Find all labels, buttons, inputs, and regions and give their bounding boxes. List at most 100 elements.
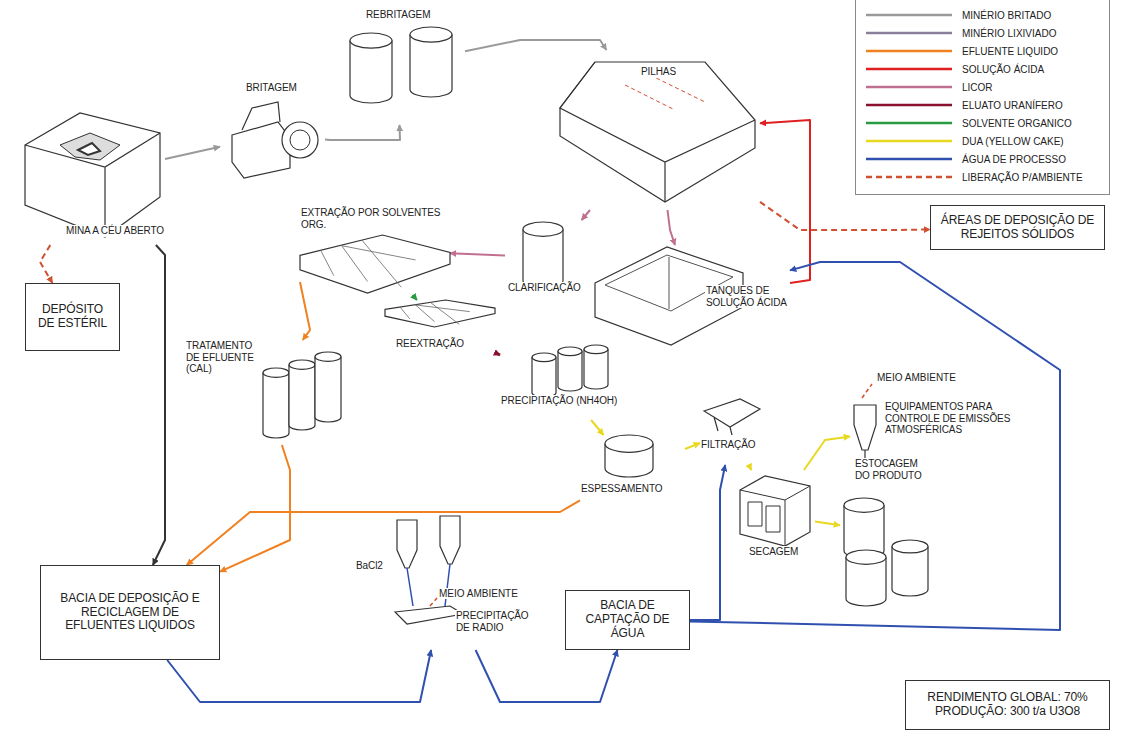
legend-row: SOLUÇÃO ÁCIDA: [864, 60, 1101, 78]
process-label: REEXTRAÇÃO: [395, 338, 465, 350]
legend-text: SOLUÇÃO ÁCIDA: [962, 64, 1044, 75]
legend-sample: [864, 118, 954, 128]
legend-sample: [864, 136, 954, 146]
legend-sample: [864, 82, 954, 92]
release-line: [862, 384, 872, 398]
legend-box: MINÉRIO BRITADO MINÉRIO LIXIVIADO EFLUENTE…: [855, 0, 1110, 195]
radium-precipitation-unit: BaCl2PRECIPITAÇÃO DE RADIO: [355, 520, 535, 650]
dryer-unit: SECAGEM: [730, 470, 815, 560]
flow-connector: [582, 210, 590, 220]
legend-row: MINÉRIO LIXIVIADO: [864, 24, 1101, 42]
legend-row: DUA (YELLOW CAKE): [864, 132, 1101, 150]
legend-row: LIBERAÇÃO P/AMBIENTE: [864, 168, 1101, 186]
legend-row: MINÉRIO BRITADO: [864, 6, 1101, 24]
flow-connector: [749, 465, 751, 470]
process-label: REBRITAGEM: [365, 9, 431, 21]
legend-swatch: [866, 158, 952, 161]
legend-swatch: [866, 86, 952, 89]
flow-connector: [668, 210, 676, 245]
stripping-unit: REEXTRAÇÃO: [385, 300, 495, 355]
precipitation-unit: PRECIPITAÇÃO (NH4OH): [500, 345, 620, 420]
legend-text: ELUATO URANÍFERO: [962, 100, 1063, 111]
equipment-drawing: [500, 345, 620, 420]
product-storage-unit: ESTOCAGEM DO PRODUTO: [840, 458, 940, 608]
process-label: BACIA DE DEPOSIÇÃO E RECICLAGEM DE EFLUE…: [49, 592, 211, 633]
legend-swatch: [866, 14, 952, 17]
flow-connector: [685, 443, 700, 449]
flow-connector: [760, 120, 810, 283]
flow-connector: [40, 245, 52, 283]
equipment-drawing: [700, 395, 765, 465]
flow-connector: [690, 465, 725, 620]
legend-text: DUA (YELLOW CAKE): [962, 136, 1064, 147]
crusher-unit: BRITAGEM: [220, 60, 325, 210]
legend-swatch: [866, 104, 952, 107]
effluent-treatment-unit: TRATAMENTO DE EFLUENTE (CAL): [185, 340, 345, 445]
flow-connector: [300, 282, 310, 340]
process-label: DEPÓSITO DE ESTÉRIL: [34, 303, 111, 331]
legend-sample: [864, 172, 954, 182]
legend-swatch: [866, 122, 952, 125]
water-intake-box: BACIA DE CAPTAÇÃO DE ÁGUA: [565, 590, 690, 650]
legend-sample: [864, 28, 954, 38]
process-label: EQUIPAMENTOS PARA CONTROLE DE EMISSÕES A…: [884, 401, 1040, 436]
release-line: [430, 598, 437, 606]
flow-connector: [450, 253, 505, 255]
equipment-drawing: [20, 105, 165, 245]
process-label: CLARIFICAÇÃO: [507, 282, 582, 294]
legend-sample: [864, 100, 954, 110]
process-label: FILTRAÇÃO: [700, 439, 756, 451]
process-label: PRODUÇÃO: 300 t/a U3O8: [934, 705, 1081, 719]
legend-swatch: [866, 32, 952, 35]
process-label: BACIA DE CAPTAÇÃO DE ÁGUA: [574, 599, 681, 640]
process-label: BRITAGEM: [245, 82, 298, 94]
equipment-drawing: [580, 435, 685, 505]
filter-unit: FILTRAÇÃO: [700, 395, 765, 465]
legend-swatch: [866, 176, 952, 179]
legend-swatch: [866, 50, 952, 53]
heap-leach-pile: PILHAS: [555, 50, 760, 210]
acid-tank-unit: TANQUES DE SOLUÇÃO ÁCIDA: [595, 245, 790, 350]
legend-swatch: [866, 68, 952, 71]
flow-connector: [476, 650, 618, 702]
process-label: ESPESSAMENTO: [580, 483, 663, 495]
yield-box: RENDIMENTO GLOBAL: 70%PRODUÇÃO: 300 t/a …: [905, 680, 1110, 730]
legend-text: LICOR: [962, 82, 993, 93]
legend-row: EFLUENTE LIQUIDO: [864, 42, 1101, 60]
recrusher-unit: REBRITAGEM: [330, 5, 465, 125]
process-label: ÁREAS DE DEPOSIÇÃO DE REJEITOS SÓLIDOS: [939, 214, 1096, 242]
legend-sample: [864, 154, 954, 164]
flow-connector: [815, 522, 840, 526]
emission-control-unit: EQUIPAMENTOS PARA CONTROLE DE EMISSÕES A…: [850, 395, 1040, 450]
process-label: PRECIPITAÇÃO DE RADIO: [455, 610, 535, 633]
process-label: PRECIPITAÇÃO (NH4OH): [500, 395, 618, 407]
legend-text: EFLUENTE LIQUIDO: [962, 46, 1058, 57]
solvent-extraction-unit: EXTRAÇÃO POR SOLVENTES ORG.: [300, 205, 450, 295]
legend-text: ÁGUA DE PROCESSO: [962, 154, 1066, 165]
process-label: TANQUES DE SOLUÇÃO ÁCIDA: [705, 285, 790, 308]
flow-connector: [325, 125, 400, 140]
flow-connector: [220, 445, 290, 572]
flow-connector: [804, 436, 850, 470]
flow-connector: [187, 500, 580, 565]
equipment-drawing: [330, 5, 465, 125]
legend-sample: [864, 46, 954, 56]
legend-sample: [864, 64, 954, 74]
process-label: BaCl2: [355, 560, 384, 572]
legend-row: SOLVENTE ORGANICO: [864, 114, 1101, 132]
flow-connector: [690, 262, 1060, 630]
flow-connector: [465, 40, 606, 51]
flow-connector: [760, 202, 930, 230]
effluent-pond-box: BACIA DE DEPOSIÇÃO E RECICLAGEM DE EFLUE…: [40, 565, 220, 660]
legend-swatch: [866, 140, 952, 143]
environment-label: MEIO AMBIENTE: [438, 588, 519, 599]
legend-sample: [864, 10, 954, 20]
process-label: SECAGEM: [748, 546, 799, 558]
legend-text: SOLVENTE ORGANICO: [962, 118, 1072, 129]
clarifier-unit: CLARIFICAÇÃO: [505, 220, 595, 295]
legend-text: MINÉRIO BRITADO: [962, 10, 1051, 21]
waste-dump-box: DEPÓSITO DE ESTÉRIL: [25, 283, 120, 351]
legend-text: LIBERAÇÃO P/AMBIENTE: [962, 172, 1083, 183]
process-label: MINA A CÉU ABERTO: [65, 225, 165, 237]
process-label: TRATAMENTO DE EFLUENTE (CAL): [185, 340, 261, 375]
